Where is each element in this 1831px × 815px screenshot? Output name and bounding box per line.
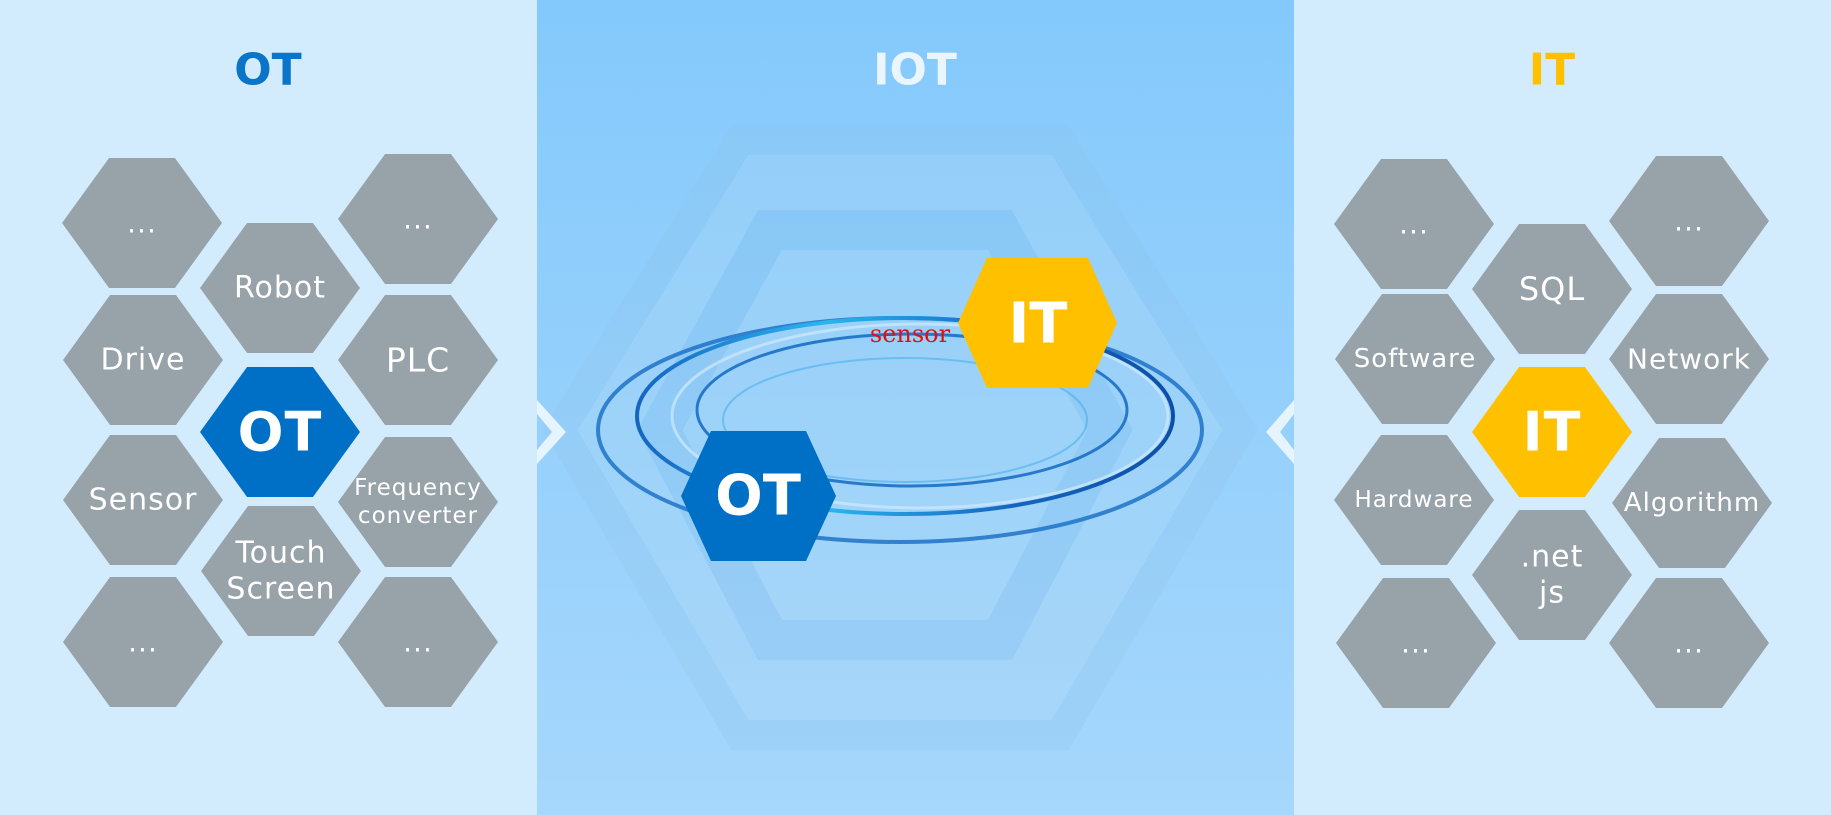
ot-bottom-right-more-hex: ...: [338, 577, 498, 707]
it-bottom-right-more-hex-label: ...: [1674, 627, 1704, 660]
it-top-right-more-hex-label: ...: [1674, 205, 1704, 238]
it-software-hex: Software: [1335, 294, 1495, 424]
ot-center-hex: OT: [200, 367, 360, 497]
it-network-hex-shape: [1609, 294, 1769, 424]
it-hardware-hex: Hardware: [1334, 435, 1494, 565]
ot-drive-hex: Drive: [63, 295, 223, 425]
it-dotnet-js-hex-shape: [1472, 510, 1632, 640]
ot-robot-hex-shape: [200, 223, 360, 353]
ot-top-right-more-hex-label: ...: [403, 203, 433, 236]
it-title: IT: [1529, 45, 1575, 96]
ot-bottom-right-more-hex-label: ...: [403, 626, 433, 659]
sensor-label: sensor: [870, 320, 951, 348]
ot-top-left-more-hex-shape: [62, 158, 222, 288]
ot-bottom-right-more-hex-shape: [338, 577, 498, 707]
ot-title: OT: [234, 45, 301, 96]
it-hardware-hex-label: Hardware: [1354, 487, 1473, 513]
ot-bottom-left-more-hex-label: ...: [128, 626, 158, 659]
ot-robot-hex: Robot: [200, 223, 360, 353]
right-chevron-icon: [1266, 400, 1294, 464]
it-dotnet-js-hex-label: js: [1538, 576, 1565, 611]
ot-center-hex-label: OT: [238, 401, 323, 464]
iot-rings: [596, 316, 1204, 544]
it-software-hex-shape: [1335, 294, 1495, 424]
it-bottom-right-more-hex-shape: [1609, 578, 1769, 708]
it-sql-hex: SQL: [1472, 224, 1632, 354]
ot-top-right-more-hex-shape: [338, 154, 498, 284]
ot-sensor-hex-label: Sensor: [89, 483, 198, 518]
it-center-hex-label: IT: [1523, 401, 1582, 464]
ot-top-left-more-hex: ...: [62, 158, 222, 288]
ot-robot-hex-label: Robot: [234, 271, 326, 306]
it-algorithm-hex-label: Algorithm: [1624, 488, 1760, 518]
iot-ot-hex: OT: [681, 431, 836, 561]
it-sql-hex-label: SQL: [1519, 270, 1585, 308]
it-algorithm-hex: Algorithm: [1612, 438, 1772, 568]
ot-touch-screen-hex-label: Screen: [226, 572, 335, 607]
left-chevron-icon: [537, 400, 566, 464]
ot-plc-hex-shape: [338, 295, 498, 425]
it-bottom-left-more-hex-shape: [1336, 578, 1496, 708]
it-software-hex-label: Software: [1354, 344, 1477, 374]
ot-frequency-converter-hex-shape: [338, 437, 498, 567]
it-top-right-more-hex-shape: [1609, 156, 1769, 286]
ot-touch-screen-hex-label: Touch: [234, 536, 326, 571]
iot-ot-label: OT: [715, 464, 801, 529]
ot-plc-hex: PLC: [338, 295, 498, 425]
ot-center-hex-shape: [200, 367, 360, 497]
it-bottom-left-more-hex-label: ...: [1401, 627, 1431, 660]
it-sql-hex-shape: [1472, 224, 1632, 354]
it-bottom-right-more-hex: ...: [1609, 578, 1769, 708]
it-top-left-more-hex-shape: [1334, 159, 1494, 289]
it-bottom-left-more-hex: ...: [1336, 578, 1496, 708]
iot-it-hex: IT: [958, 258, 1117, 388]
ot-sensor-hex-shape: [63, 435, 223, 565]
it-center-hex-shape: [1472, 367, 1632, 497]
ot-touch-screen-hex-shape: [201, 506, 361, 636]
ot-frequency-converter-hex-label: converter: [358, 503, 478, 529]
it-network-hex: Network: [1609, 294, 1769, 424]
ot-frequency-converter-hex-label: Frequency: [354, 475, 482, 501]
it-dotnet-js-hex-label: .net: [1521, 540, 1584, 575]
it-center-hex: IT: [1472, 367, 1632, 497]
iot-it-label: IT: [1008, 292, 1067, 357]
iot-title: IOT: [873, 45, 957, 96]
it-top-left-more-hex: ...: [1334, 159, 1494, 289]
it-algorithm-hex-shape: [1612, 438, 1772, 568]
it-top-left-more-hex-label: ...: [1399, 208, 1429, 241]
ot-top-right-more-hex: ...: [338, 154, 498, 284]
ot-drive-hex-shape: [63, 295, 223, 425]
ot-plc-hex-label: PLC: [386, 341, 450, 380]
ot-top-left-more-hex-label: ...: [127, 207, 157, 240]
ot-bottom-left-more-hex: ...: [63, 577, 223, 707]
it-network-hex-label: Network: [1627, 343, 1751, 376]
ot-sensor-hex: Sensor: [63, 435, 223, 565]
ot-bottom-left-more-hex-shape: [63, 577, 223, 707]
it-top-right-more-hex: ...: [1609, 156, 1769, 286]
it-hardware-hex-shape: [1334, 435, 1494, 565]
ot-drive-hex-label: Drive: [101, 343, 186, 378]
